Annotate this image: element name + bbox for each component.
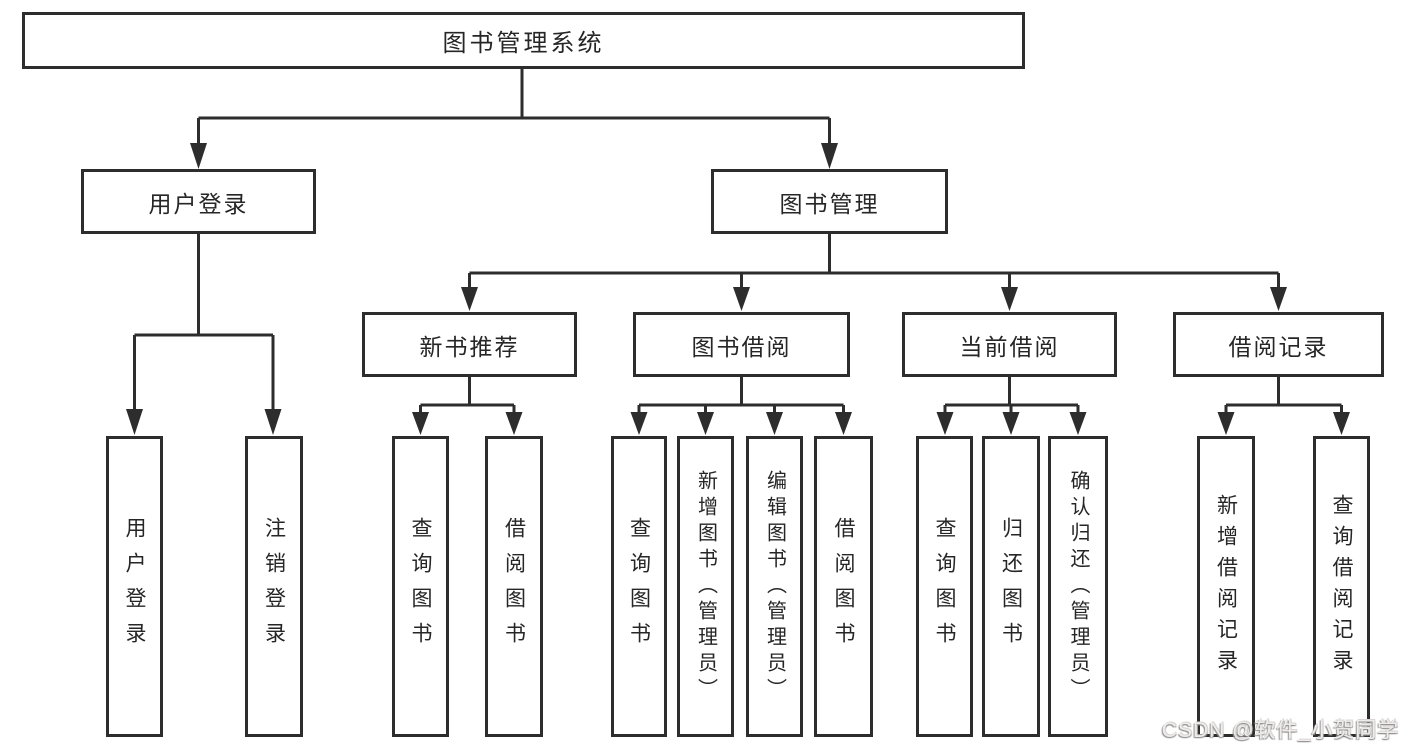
leaf-label: 注销登录 xyxy=(262,516,286,657)
leaf-label: 查询借阅记录 xyxy=(1330,493,1353,680)
leaf-label: 确认归还（管理员） xyxy=(1067,469,1089,704)
leaf-borrow-books: 借阅图书 xyxy=(485,436,543,737)
leaf-label: 归还图书 xyxy=(999,516,1023,657)
leaf-label: 借阅图书 xyxy=(502,516,526,657)
leaf-query-books: 查询图书 xyxy=(392,436,449,737)
leaf-query-borrow-record: 查询借阅记录 xyxy=(1313,436,1370,737)
leaf-label: 查询图书 xyxy=(409,516,432,657)
leaf-borrow-books-2: 借阅图书 xyxy=(814,436,873,737)
node-label: 当前借阅 xyxy=(959,333,1060,360)
node-book-management: 图书管理 xyxy=(711,169,948,234)
node-label: 新书推荐 xyxy=(419,333,520,360)
leaf-add-book-admin: 新增图书（管理员） xyxy=(677,436,734,737)
node-library-management-system: 图书管理系统 xyxy=(22,12,1025,69)
leaf-logout: 注销登录 xyxy=(245,436,303,737)
leaf-label: 查询图书 xyxy=(627,516,651,657)
leaf-label: 查询图书 xyxy=(933,516,956,657)
node-new-book-recommendation: 新书推荐 xyxy=(362,312,577,377)
leaf-label: 编辑图书（管理员） xyxy=(763,469,786,704)
leaf-confirm-return-admin: 确认归还（管理员） xyxy=(1048,436,1108,737)
leaf-label: 用户登录 xyxy=(123,516,146,657)
leaf-add-borrow-record: 新增借阅记录 xyxy=(1197,436,1255,737)
node-book-borrowing: 图书借阅 xyxy=(633,312,850,377)
node-label: 用户登录 xyxy=(148,190,249,217)
node-label: 图书借阅 xyxy=(691,333,792,360)
leaf-query-books-3: 查询图书 xyxy=(916,436,973,737)
leaf-query-books-2: 查询图书 xyxy=(611,436,667,737)
node-label: 图书管理 xyxy=(779,190,880,217)
leaf-return-books: 归还图书 xyxy=(982,436,1040,737)
node-current-borrowing: 当前借阅 xyxy=(902,312,1117,377)
leaf-label: 新增图书（管理员） xyxy=(694,469,717,704)
csdn-watermark: CSDN @软件_小贺同学 xyxy=(1161,719,1399,742)
node-label: 图书管理系统 xyxy=(442,30,605,57)
leaf-edit-book-admin: 编辑图书（管理员） xyxy=(746,436,803,737)
leaf-user-login: 用户登录 xyxy=(106,436,163,737)
leaf-label: 借阅图书 xyxy=(832,516,855,657)
node-borrowing-records: 借阅记录 xyxy=(1173,312,1384,377)
leaf-label: 新增借阅记录 xyxy=(1214,493,1238,680)
node-user-login: 用户登录 xyxy=(81,169,316,234)
node-label: 借阅记录 xyxy=(1228,333,1329,360)
